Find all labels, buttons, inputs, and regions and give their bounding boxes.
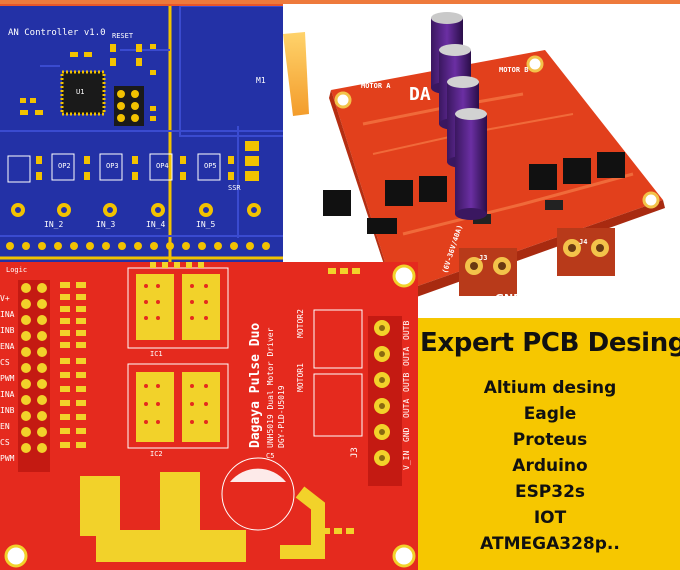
blue-pcb-render: AN Controller v1.0 RESET M1 U1 IN_2 IN_3… (0, 6, 290, 262)
cap-label: C5 (266, 452, 275, 460)
terminal-label: OUTA (402, 398, 411, 418)
left-pin-label: PWM (0, 454, 15, 463)
op-label: OP3 (106, 162, 119, 170)
in-label: IN_5 (196, 220, 216, 229)
left-pin-label: CS (0, 438, 10, 447)
op-label: OP5 (204, 162, 217, 170)
left-pin-label: INB (0, 406, 15, 415)
op-label: OP4 (156, 162, 169, 170)
left-pin-label: ENA (0, 342, 15, 351)
chip-label: U1 (76, 88, 85, 96)
left-pin-label: EN (0, 422, 10, 431)
skill-item: Eagle (523, 404, 577, 424)
left-pin-label: INA (0, 310, 15, 319)
orange-edge (0, 0, 680, 4)
product-text-block: Dagaya Pulse Duo UNH5019 Dual Motor Driv… (248, 323, 286, 448)
motor-label: MOTOR1 (296, 363, 305, 392)
op-label: OP2 (58, 162, 71, 170)
skill-item: Proteus (512, 430, 588, 450)
red-pcb-render: Logic V+ INA INB ENA CS PWM INA INB EN C… (0, 262, 418, 570)
motor-b-label: MOTOR B (499, 66, 529, 74)
skill-item: Altium desing (483, 378, 617, 398)
product-name: Dagaya Pulse Duo (248, 322, 263, 448)
terminal-label: V_IN (402, 450, 411, 470)
connector-label: J3 (350, 447, 360, 458)
part-code: DGY-PLD-U5019 (277, 385, 286, 448)
motor-label: MOTOR2 (296, 309, 305, 338)
skill-item: ATMEGA328p.. (480, 534, 620, 554)
skill-item: Arduino (512, 456, 588, 476)
ic1-label: IC1 (150, 350, 163, 358)
b1-label: B1 (575, 276, 592, 289)
in-label: IN_2 (44, 220, 64, 229)
ssr-label: SSR (228, 184, 241, 192)
j3-label: J3 (479, 254, 488, 262)
blue-board-title: AN Controller v1.0 (8, 28, 106, 38)
brand-fragment: DA (409, 84, 431, 105)
headline: Expert PCB Desing (420, 328, 680, 358)
reset-label: RESET (112, 32, 134, 40)
blue-pcb-traces (0, 6, 290, 262)
terminal-label: GND (402, 427, 411, 442)
left-pin-label: V+ (0, 294, 10, 303)
b2-label: B2 (605, 276, 622, 289)
red-pcb-traces (4, 262, 416, 568)
in-label: IN_3 (96, 220, 116, 229)
ic2-label: IC2 (150, 450, 163, 458)
in-label: IN_4 (146, 220, 166, 229)
j4-label: J4 (579, 238, 588, 246)
left-pin-label: PWM (0, 374, 15, 383)
motor-a-label: MOTOR A (361, 82, 391, 90)
terminal-label: OUTB (402, 372, 411, 392)
skill-item: ESP32s (514, 482, 586, 502)
driver-line: UNH5019 Dual Motor Driver (266, 327, 275, 448)
pcb-3d-drawing (283, 12, 665, 304)
left-pin-label: CS (0, 358, 10, 367)
gnd-label: GND (495, 292, 523, 305)
terminal-label: OUTB (402, 320, 411, 340)
left-pin-label: INB (0, 326, 15, 335)
skill-item: IOT (533, 508, 567, 528)
terminal-label: OUTA (402, 346, 411, 366)
m1-label: M1 (256, 76, 266, 85)
left-pin-label: INA (0, 390, 15, 399)
vin-label: VIN (463, 294, 485, 307)
logic-label: Logic (6, 266, 28, 274)
